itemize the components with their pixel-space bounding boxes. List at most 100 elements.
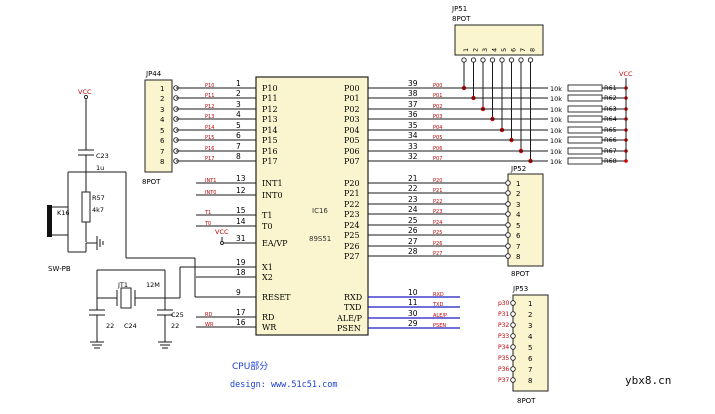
pin-number: 24 xyxy=(408,205,418,214)
pin-number: 38 xyxy=(408,89,418,98)
pin-name-reset: RESET xyxy=(262,293,291,302)
jp53-net-label: P37 xyxy=(498,377,509,384)
jp44-type: 8POT xyxy=(142,178,161,186)
pin-name-rxd: RXD xyxy=(344,293,362,302)
pin-number: 31 xyxy=(236,234,246,243)
jp52-pin-number: 1 xyxy=(516,180,520,188)
pin-number: 23 xyxy=(408,195,418,204)
pin-name-ale/p: ALE/P xyxy=(336,314,363,323)
net-label: ALE/P xyxy=(433,313,447,319)
pin-number: 28 xyxy=(408,247,418,256)
ic16-ref: IC16 xyxy=(312,207,328,215)
pin-name-p24: P24 xyxy=(344,221,360,230)
net-label: P03 xyxy=(433,114,442,120)
jp53-pin-number: 6 xyxy=(528,355,533,363)
net-label: P26 xyxy=(433,241,442,247)
pin-name-p26: P26 xyxy=(344,242,360,251)
pin-number: 9 xyxy=(236,288,241,297)
pin-name-p12: P12 xyxy=(262,105,278,114)
net-label: P15 xyxy=(205,135,214,141)
jp44-pin-number: 4 xyxy=(160,116,165,124)
jp53-pin-number: 3 xyxy=(528,322,532,330)
jp52-pin-number: 3 xyxy=(516,201,520,209)
jp52-pin-pad xyxy=(505,232,511,238)
jp53-net-label: P32 xyxy=(498,322,509,329)
pin-name-p20: P20 xyxy=(344,179,360,188)
pin-number: 25 xyxy=(408,216,418,225)
jp52-pin-number: 6 xyxy=(516,232,521,240)
resistor-body xyxy=(567,115,603,123)
jp51-label: JP51 xyxy=(451,5,467,13)
net-label: INT1 xyxy=(205,178,216,184)
pin-name-p17: P17 xyxy=(262,157,278,166)
pin-number: 11 xyxy=(408,298,418,307)
jp44-label: JP44 xyxy=(145,70,162,78)
pin-name-p10: P10 xyxy=(262,84,278,93)
net-label: P22 xyxy=(433,199,442,205)
jp53-pin-number: 4 xyxy=(528,333,533,341)
jp51-body xyxy=(454,24,544,56)
pin-number: 27 xyxy=(408,237,418,246)
jp44-pin-number: 3 xyxy=(160,106,164,114)
jp53-pin-pad xyxy=(510,322,516,328)
resistor-body xyxy=(567,136,603,144)
caption-title: CPU部分 xyxy=(232,360,268,372)
jp51-pin-pad xyxy=(470,57,477,63)
net-label: RD xyxy=(205,312,212,318)
resistor-body xyxy=(567,84,603,92)
pin-name-x2: X2 xyxy=(262,273,273,282)
net-label: P17 xyxy=(205,156,214,162)
jp44-pin-number: 5 xyxy=(160,127,164,135)
jp53-pin-number: 7 xyxy=(528,366,532,374)
pin-number: 16 xyxy=(236,318,246,327)
net-label: P13 xyxy=(205,114,214,120)
pin-name-p13: P13 xyxy=(262,115,278,124)
pin-number: 6 xyxy=(236,131,241,140)
jp53-pin-pad xyxy=(510,344,516,350)
c24-value: 22 xyxy=(106,322,114,330)
pin-name-p11: P11 xyxy=(262,94,278,103)
net-label: P01 xyxy=(433,93,442,99)
ic16-chip: IC16 89S51 1P10P102P11P113P12P124P13P135… xyxy=(176,76,508,336)
pin-number: 19 xyxy=(236,258,246,267)
resistor-value: 10k xyxy=(550,85,562,93)
jp52-pin-pad xyxy=(505,180,511,186)
jp51-pin-pad xyxy=(518,57,524,63)
crystal-circuit: JT1 12M 22 C24 C25 22 xyxy=(89,266,256,349)
jp52-body xyxy=(507,173,544,267)
jp51-pin-number: 5 xyxy=(500,48,508,52)
k16-label: K16 xyxy=(57,209,70,217)
net-label: P00 xyxy=(433,83,442,89)
jp52-type: 8POT xyxy=(511,270,530,278)
pin-number: 39 xyxy=(408,79,418,88)
pin-name-x1: X1 xyxy=(262,263,273,272)
jp51-pin-number: 1 xyxy=(462,48,470,52)
jp52-pin-number: 4 xyxy=(516,211,521,219)
jp52-pin-pad xyxy=(505,243,511,249)
net-label: RXD xyxy=(433,292,444,298)
pin-name-t1: T1 xyxy=(262,211,272,220)
jp51-pin-pad xyxy=(461,57,467,63)
pin-name-p06: P06 xyxy=(344,147,360,156)
pin-number: 14 xyxy=(236,217,246,226)
resistor-body xyxy=(567,157,603,165)
jp51-pin-number: 8 xyxy=(529,48,537,52)
jt1-freq: 12M xyxy=(146,281,160,289)
jp44-pin-number: 6 xyxy=(160,137,165,145)
jp51-pin-pad xyxy=(480,57,486,63)
net-label: P10 xyxy=(205,83,214,89)
vcc-res-label: VCC xyxy=(619,70,633,78)
pin-name-p14: P14 xyxy=(262,126,278,135)
jp51-pin-pad xyxy=(499,57,505,63)
net-label: P14 xyxy=(205,125,214,131)
net-label: T0 xyxy=(204,221,211,227)
jp52-pin-number: 2 xyxy=(516,190,520,198)
net-label: P25 xyxy=(433,230,442,236)
pin-number: 21 xyxy=(408,174,418,183)
pin-number: 34 xyxy=(408,131,418,140)
pin-number: 35 xyxy=(408,121,418,130)
jp51-pin-number: 4 xyxy=(491,48,499,52)
